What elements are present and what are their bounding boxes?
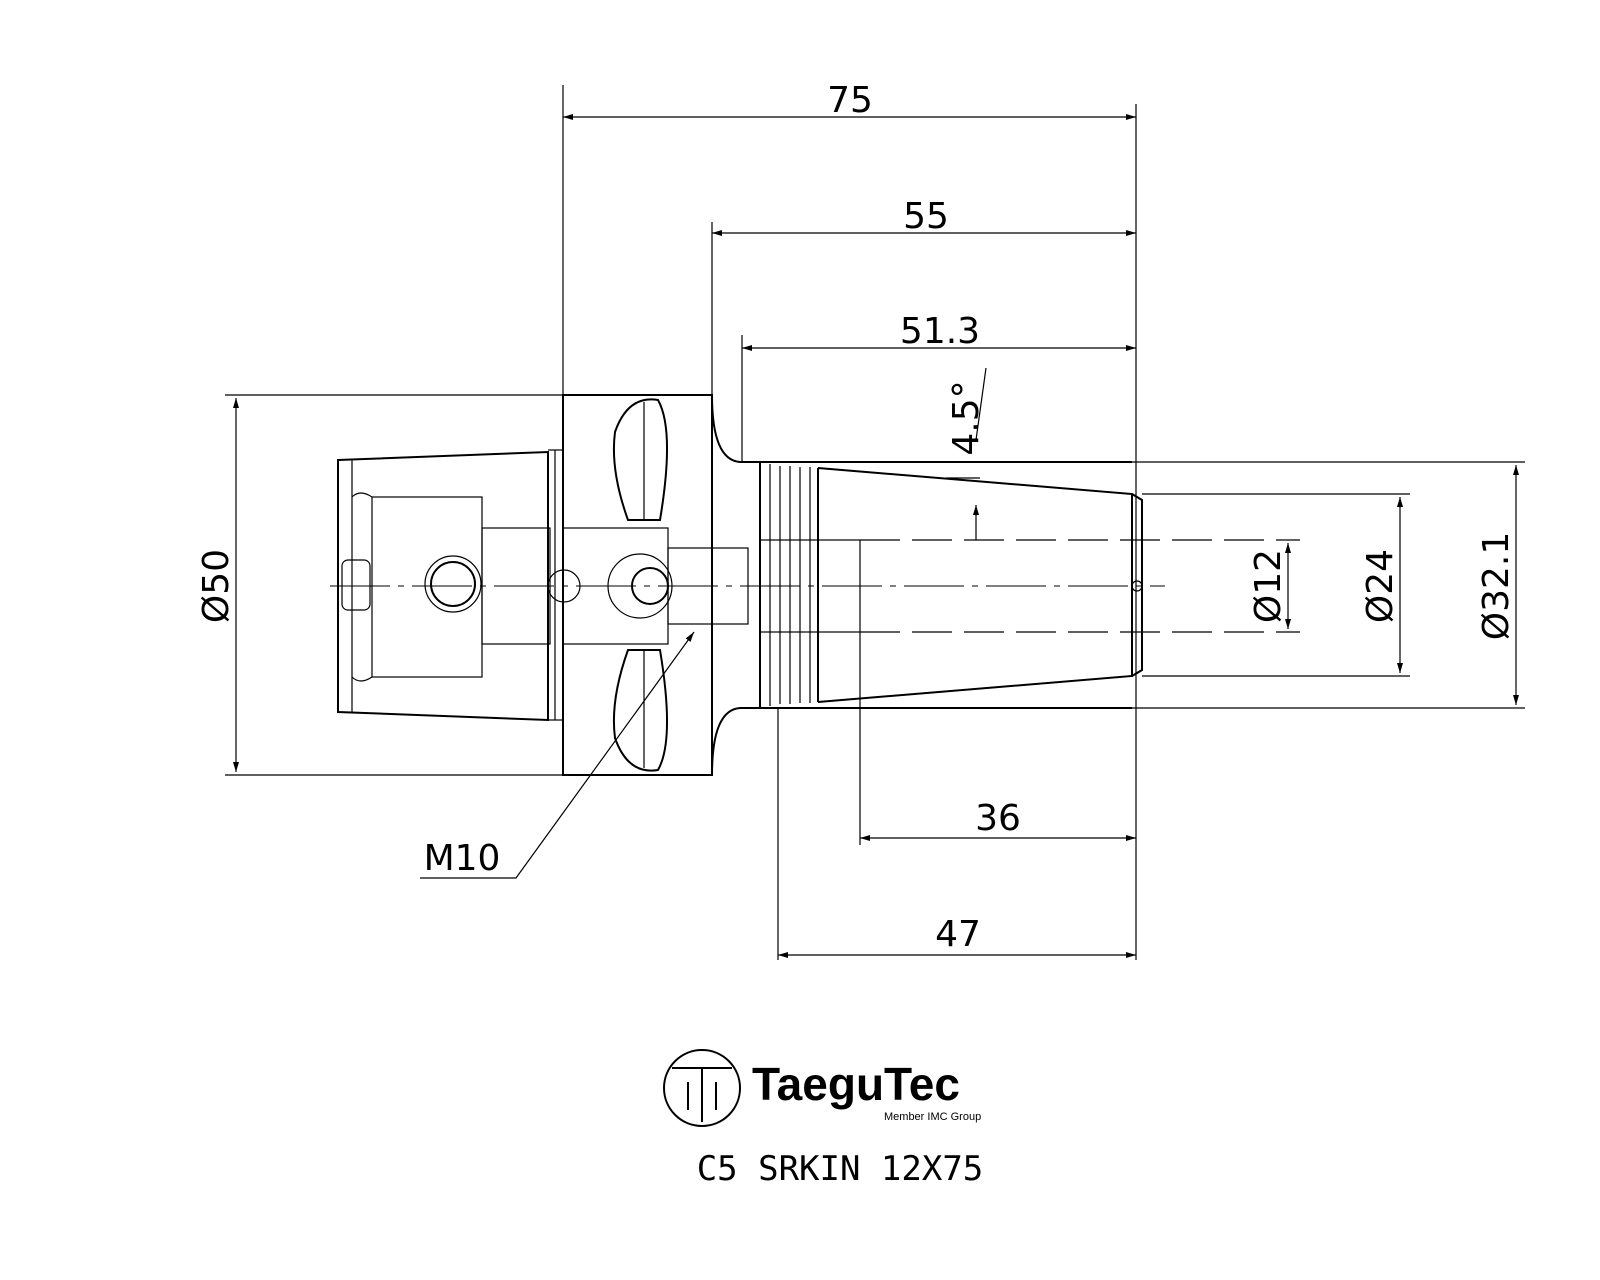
- dimension-labels: 75 55 51.3 4.5° 36 47 Ø50 Ø12 Ø24 Ø32.1 …: [196, 80, 1517, 955]
- dimension-lines: [233, 114, 1519, 958]
- taegutec-logo: TaeguTec Member IMC Group: [663, 1049, 981, 1127]
- dim-dia50-label: Ø50: [196, 549, 237, 623]
- part-number: C5 SRKIN 12X75: [697, 1149, 984, 1189]
- dim-55-label: 55: [903, 196, 949, 237]
- dim-angle-label: 4.5°: [946, 380, 987, 455]
- thread-m10-label: M10: [424, 838, 501, 879]
- dim-dia12-label: Ø12: [1248, 549, 1289, 623]
- dim-36-label: 36: [975, 798, 1021, 839]
- dim-51-3-label: 51.3: [900, 311, 980, 352]
- dim-75-label: 75: [827, 80, 873, 121]
- brand-name: TaeguTec: [752, 1058, 960, 1110]
- extension-lines: [225, 85, 1525, 960]
- dim-47-label: 47: [935, 914, 981, 955]
- brand-tagline: Member IMC Group: [884, 1111, 981, 1123]
- tool-holder-outline: [330, 394, 1300, 776]
- logo-mark-icon: [663, 1049, 741, 1127]
- m10-leader: [420, 631, 695, 879]
- dim-dia24-label: Ø24: [1360, 549, 1401, 623]
- dim-dia32-label: Ø32.1: [1476, 532, 1517, 641]
